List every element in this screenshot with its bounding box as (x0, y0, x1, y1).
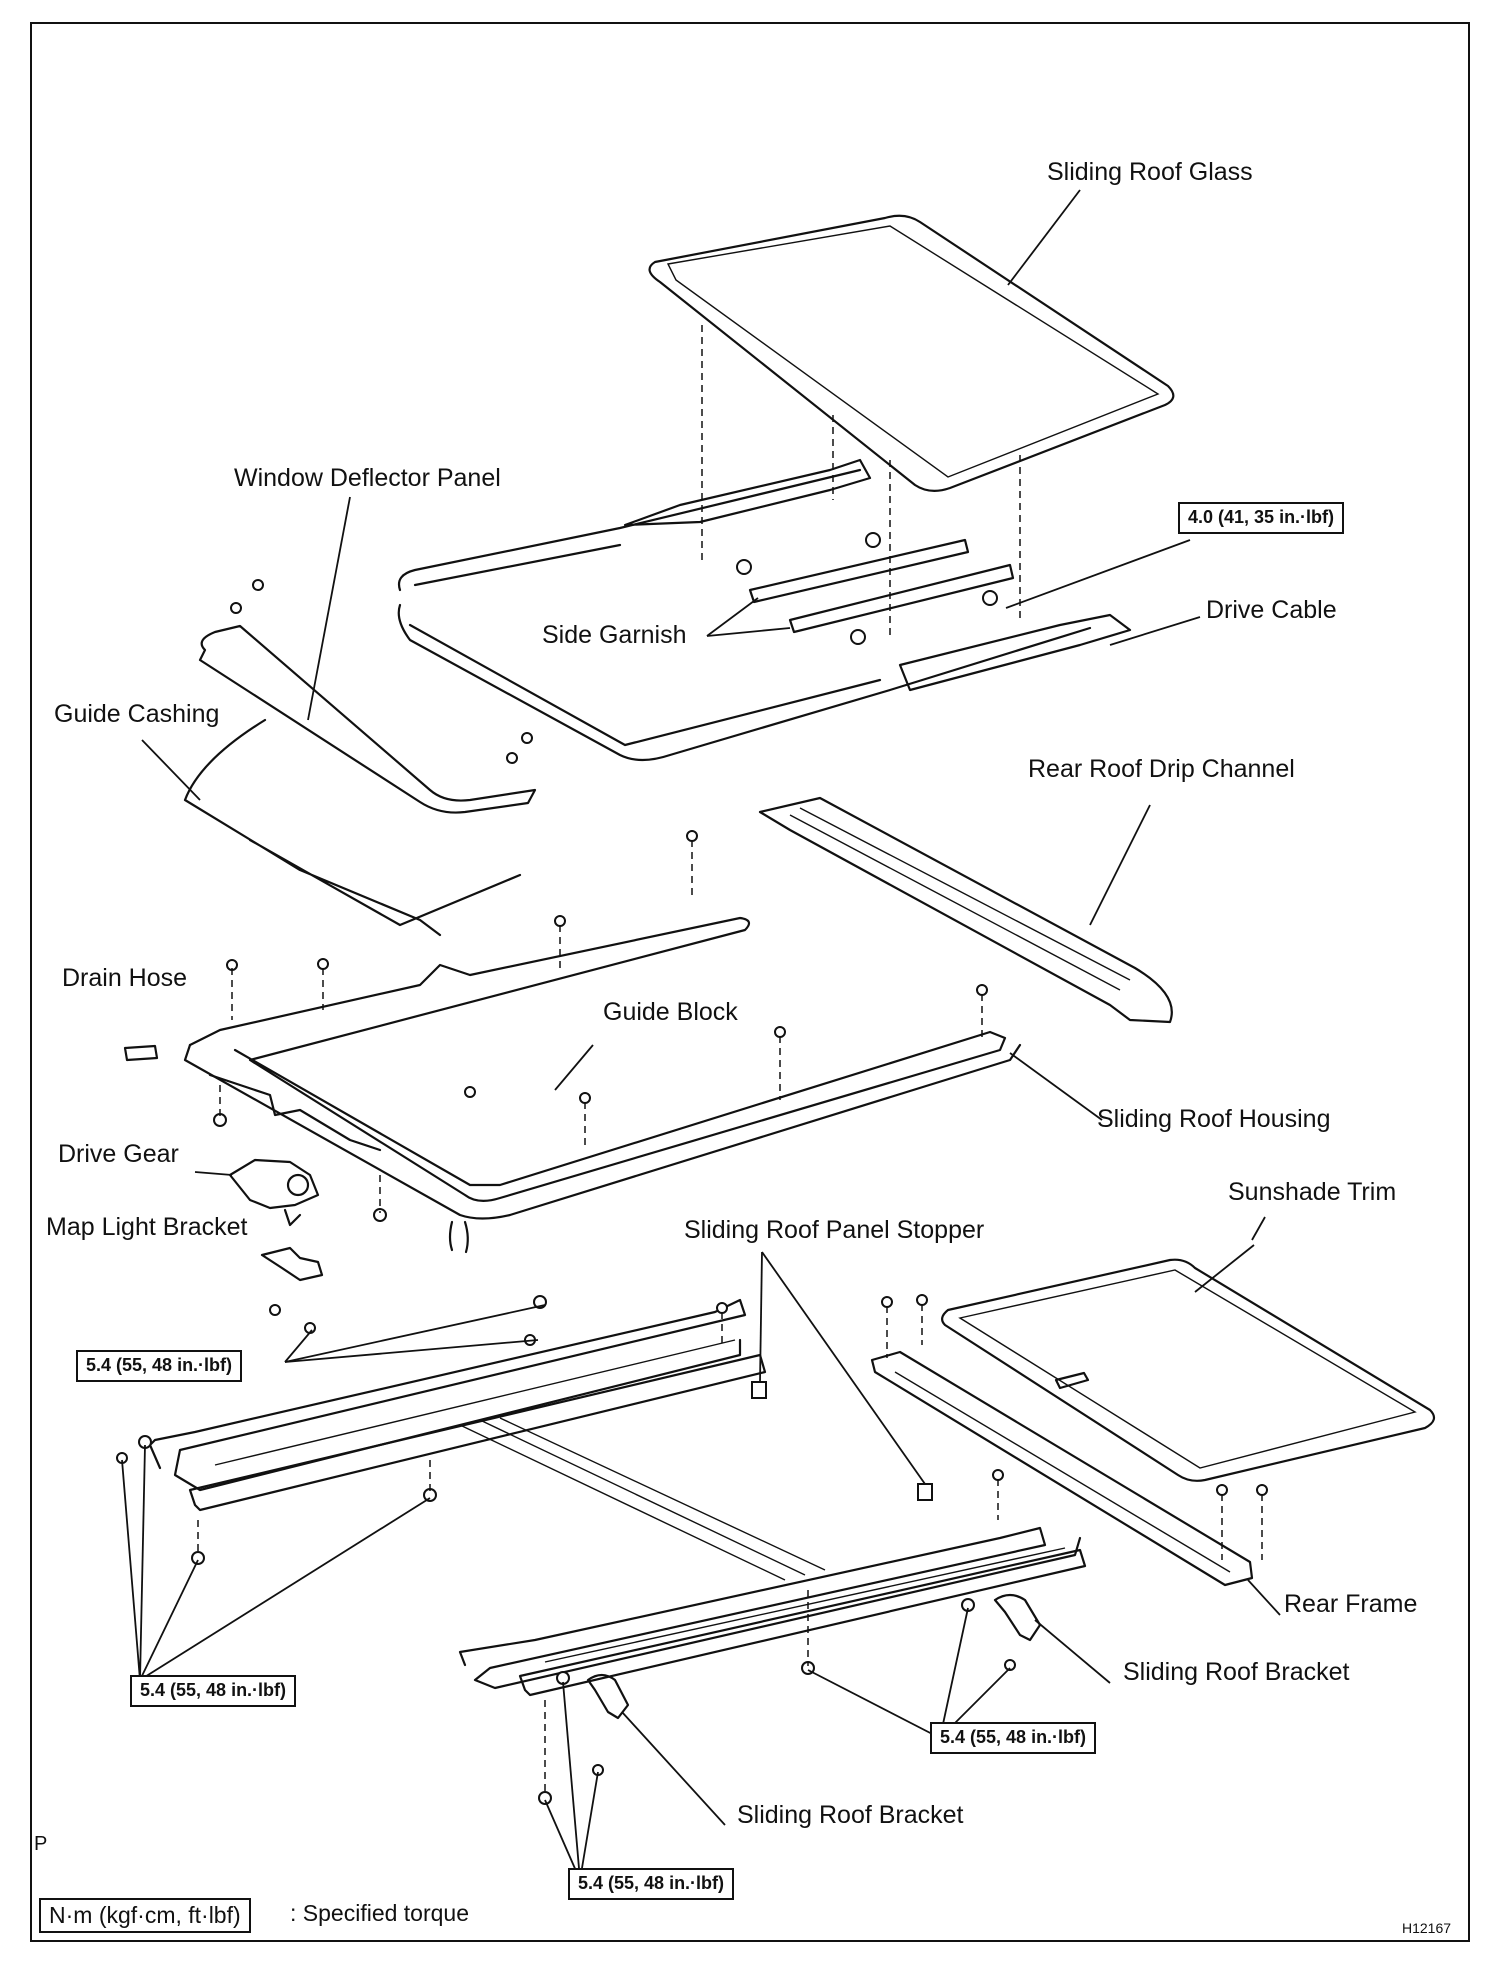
label-drain-hose: Drain Hose (62, 964, 188, 992)
sunshade-trim-part (941, 1258, 1436, 1482)
map-light-bracket-part (260, 1246, 324, 1282)
label-sunshade-trim: Sunshade Trim (1228, 1178, 1397, 1206)
label-map-light-bracket: Map Light Bracket (46, 1213, 248, 1241)
label-guide-block: Guide Block (603, 998, 738, 1026)
torque-drive-cable-bolt: 4.0 (41, 35 in.·lbf) (1178, 502, 1345, 534)
label-drive-gear: Drive Gear (58, 1140, 179, 1168)
glass-dashed-guides (701, 325, 1021, 640)
guide-cashing-part (183, 718, 522, 937)
rear-rail-part (458, 1526, 1087, 1697)
torque-map-light-bracket: 5.4 (55, 48 in.·lbf) (76, 1350, 243, 1382)
figure-code: H12167 (1402, 1920, 1452, 1936)
center-drive-part (459, 1417, 826, 1581)
label-sliding-roof-housing: Sliding Roof Housing (1097, 1105, 1331, 1133)
bolt-dashed-guides (197, 840, 1263, 1796)
drain-hose-part (123, 1044, 469, 1254)
bolts (116, 830, 1268, 1805)
label-guide-cashing: Guide Cashing (54, 700, 220, 728)
legend-unit-box: N·m (kgf·cm, ft·lbf) (39, 1898, 251, 1934)
rear-frame-part (870, 1350, 1254, 1587)
rear-roof-drip-channel-part (758, 796, 1173, 1024)
legend-description: : Specified torque (290, 1900, 470, 1926)
torque-front-rail: 5.4 (55, 48 in.·lbf) (130, 1675, 297, 1707)
garnish-screws (736, 532, 998, 645)
leader-lines (121, 189, 1281, 1881)
corner-mark: P (34, 1833, 48, 1855)
sliding-roof-bracket-parts (586, 1593, 1042, 1720)
label-rear-frame: Rear Frame (1284, 1590, 1418, 1618)
label-rear-roof-drip-channel: Rear Roof Drip Channel (1028, 755, 1295, 783)
drive-gear-part (228, 1158, 320, 1227)
diagram-frame (30, 22, 1470, 1942)
label-drive-cable: Drive Cable (1206, 596, 1337, 624)
sliding-roof-glass-part (648, 214, 1175, 492)
torque-rear-rail-right: 5.4 (55, 48 in.·lbf) (930, 1722, 1097, 1754)
window-deflector-panel-part (198, 579, 537, 814)
torque-rear-rail-bottom: 5.4 (55, 48 in.·lbf) (568, 1868, 735, 1900)
label-sliding-roof-glass: Sliding Roof Glass (1047, 158, 1253, 186)
label-sliding-roof-bracket-right: Sliding Roof Bracket (1123, 1658, 1350, 1686)
side-garnish-part (748, 538, 1015, 634)
front-rail-part (148, 1298, 767, 1512)
label-side-garnish: Side Garnish (542, 621, 687, 649)
sliding-roof-housing-part (183, 916, 1022, 1220)
label-sliding-roof-bracket-bottom: Sliding Roof Bracket (737, 1801, 964, 1829)
label-window-deflector-panel: Window Deflector Panel (234, 464, 501, 492)
label-sliding-roof-panel-stopper: Sliding Roof Panel Stopper (684, 1216, 985, 1244)
drive-cable-frame-part (397, 458, 1132, 762)
panel-stopper-parts (751, 1381, 933, 1501)
